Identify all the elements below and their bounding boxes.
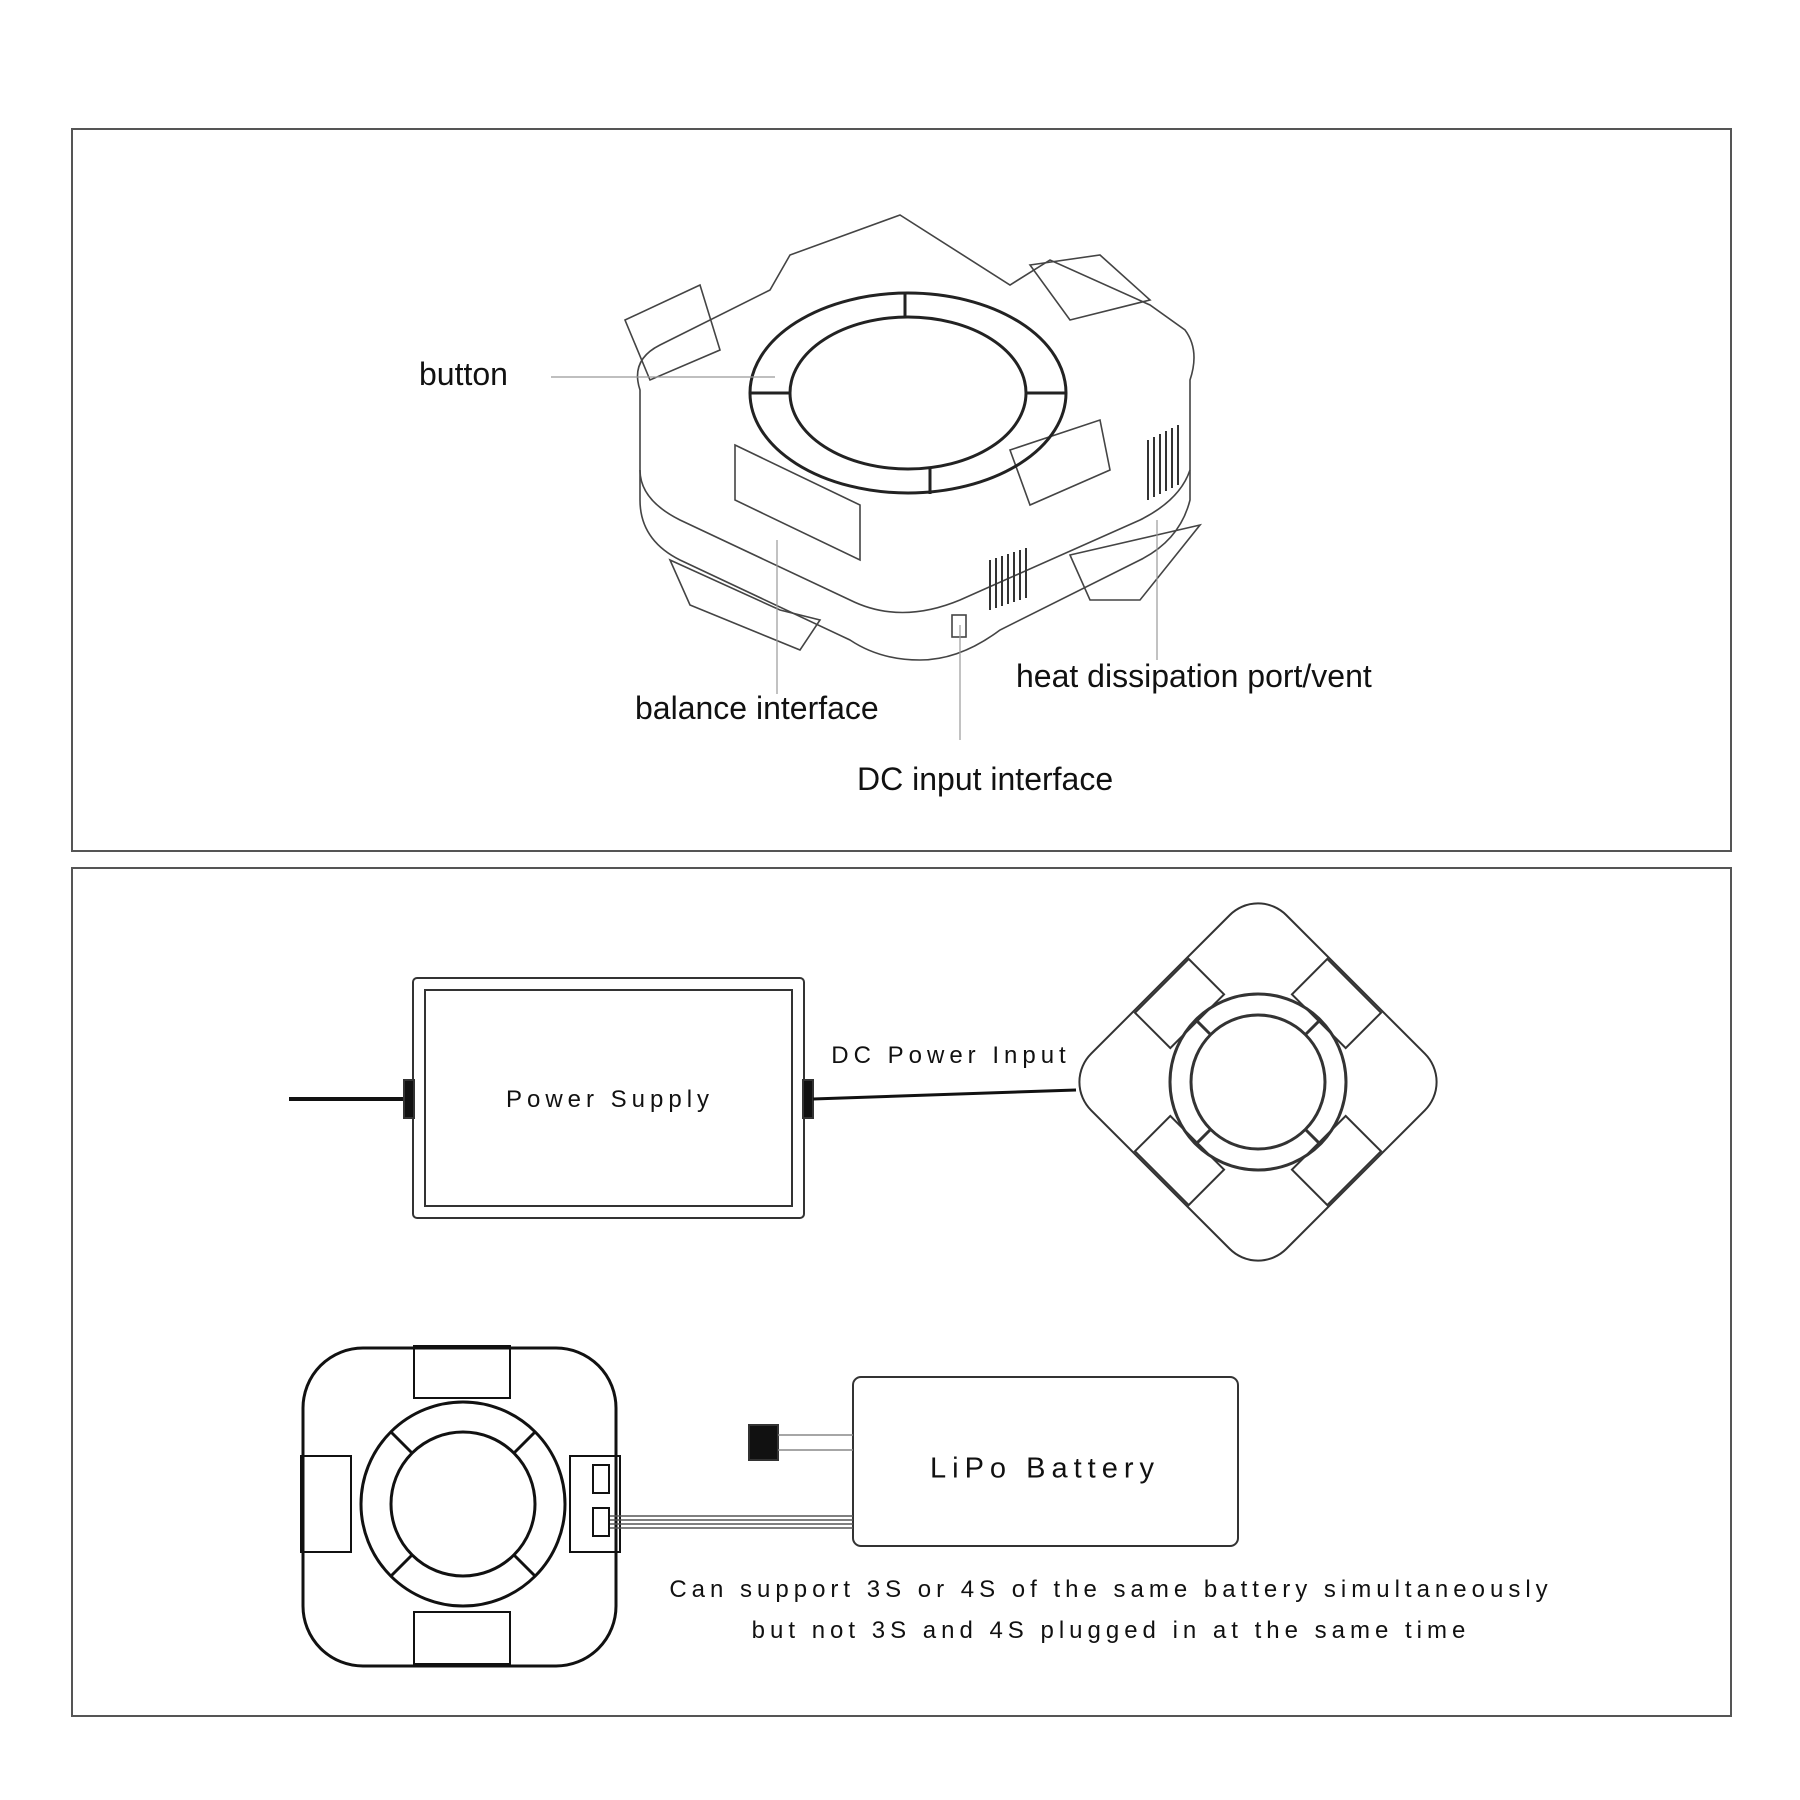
power-supply-illustration <box>289 977 1077 1219</box>
note-line-1: Can support 3S or 4S of the same battery… <box>669 1576 1553 1603</box>
charger-top-view <box>300 1345 621 1668</box>
lipo-battery-label: LiPo Battery <box>930 1452 1160 1485</box>
dc-power-input-label: DC Power Input <box>831 1042 1071 1069</box>
dc-port-icon <box>951 614 967 638</box>
vent-icon <box>989 425 1179 610</box>
charger-isometric-illustration <box>623 214 1203 661</box>
power-supply-label: Power Supply <box>505 1086 715 1113</box>
charger-top-view-rotated <box>1078 902 1438 1262</box>
label-balance-interface: balance interface <box>635 690 879 726</box>
note-line-2: but not 3S and 4S plugged in at the same… <box>751 1617 1471 1644</box>
label-button: button <box>419 356 508 392</box>
label-heat-dissipation: heat dissipation port/vent <box>1016 658 1372 694</box>
top-panel <box>71 128 1732 852</box>
bottom-panel <box>71 867 1732 1717</box>
lipo-battery-illustration <box>610 1376 1239 1547</box>
label-dc-input: DC input interface <box>857 761 1114 797</box>
